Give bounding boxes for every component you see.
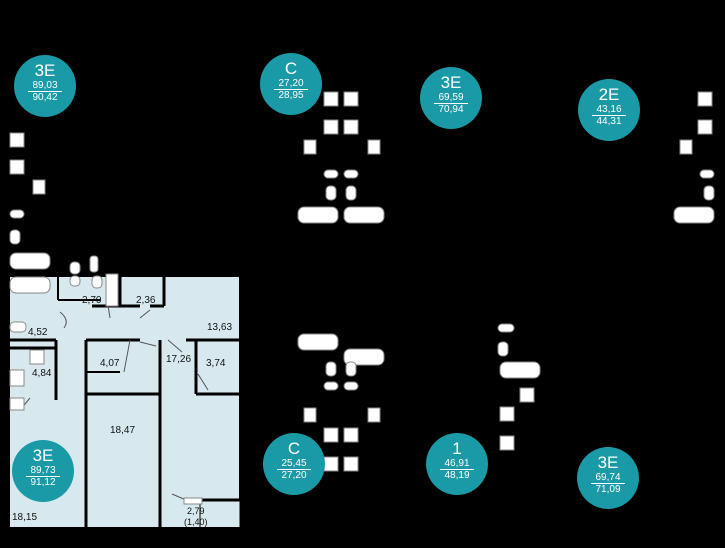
door-swings <box>19 304 209 501</box>
apartment-type: 2Е <box>598 85 620 104</box>
apartment-total-area: 28,95 <box>278 90 304 101</box>
room-area-label: 18,47 <box>110 425 135 436</box>
room-area-label: 3,74 <box>206 358 226 369</box>
room-area-label: 13,63 <box>207 322 232 333</box>
apartment-type: С <box>287 439 301 458</box>
walls <box>10 275 241 529</box>
room-area-label: 4,84 <box>32 368 52 379</box>
apartment-total-area: 90,42 <box>32 92 58 103</box>
apartment-type: 3Е <box>440 73 462 92</box>
room-area-label: 2,70 <box>82 295 102 306</box>
apartment-type: 1 <box>452 439 462 458</box>
apartment-badge[interactable]: 3Е 89,03 90,42 <box>14 55 76 117</box>
apartment-badge[interactable]: 2Е 43,16 44,31 <box>578 79 640 141</box>
room-area-labels: 2,70 2,36 13,63 4,52 4,84 4,07 17,26 3,7… <box>12 295 232 527</box>
apartment-type: 3Е <box>34 61 56 80</box>
apartment-badge[interactable]: С 27,20 28,95 <box>260 53 322 115</box>
room-area-label: 2,79 <box>187 506 205 516</box>
room-area-label: 4,52 <box>28 327 48 338</box>
apartment-total-area: 71,09 <box>595 484 621 495</box>
apartment-type: 3Е <box>32 446 54 465</box>
apartment-type: 3Е <box>597 453 619 472</box>
apartment-badge[interactable]: С 25,45 27,20 <box>263 433 325 495</box>
apartment-total-area: 70,94 <box>438 104 464 115</box>
apartment-living-area: 89,73 <box>26 465 60 477</box>
room-area-label: 17,26 <box>166 354 191 365</box>
apartment-total-area: 48,19 <box>444 470 470 481</box>
apartment-total-area: 91,12 <box>30 477 56 488</box>
apartment-living-area: 69,59 <box>434 92 468 104</box>
apartment-total-area: 27,20 <box>281 470 307 481</box>
apartment-type: С <box>284 59 298 78</box>
apartment-badge[interactable]: 1 46,91 48,19 <box>426 433 488 495</box>
apartment-living-area: 43,16 <box>592 104 626 116</box>
room-area-label: 2,36 <box>136 295 156 306</box>
apartment-living-area: 69,74 <box>591 472 625 484</box>
apartment-living-area: 25,45 <box>277 458 311 470</box>
room-area-label: 18,15 <box>12 512 37 523</box>
apartment-badge[interactable]: 3Е 69,74 71,09 <box>577 447 639 509</box>
sanitary-fixtures <box>9 91 715 505</box>
apartment-total-area: 44,31 <box>596 116 622 127</box>
apartment-badge[interactable]: 3Е 89,73 91,12 <box>12 440 74 502</box>
apartment-living-area: 46,91 <box>440 458 474 470</box>
apartment-badge[interactable]: 3Е 69,59 70,94 <box>420 67 482 129</box>
room-area-label: (1,40) <box>184 517 208 527</box>
room-area-label: 4,07 <box>100 358 120 369</box>
apartment-living-area: 89,03 <box>28 80 62 92</box>
apartment-living-area: 27,20 <box>274 78 308 90</box>
